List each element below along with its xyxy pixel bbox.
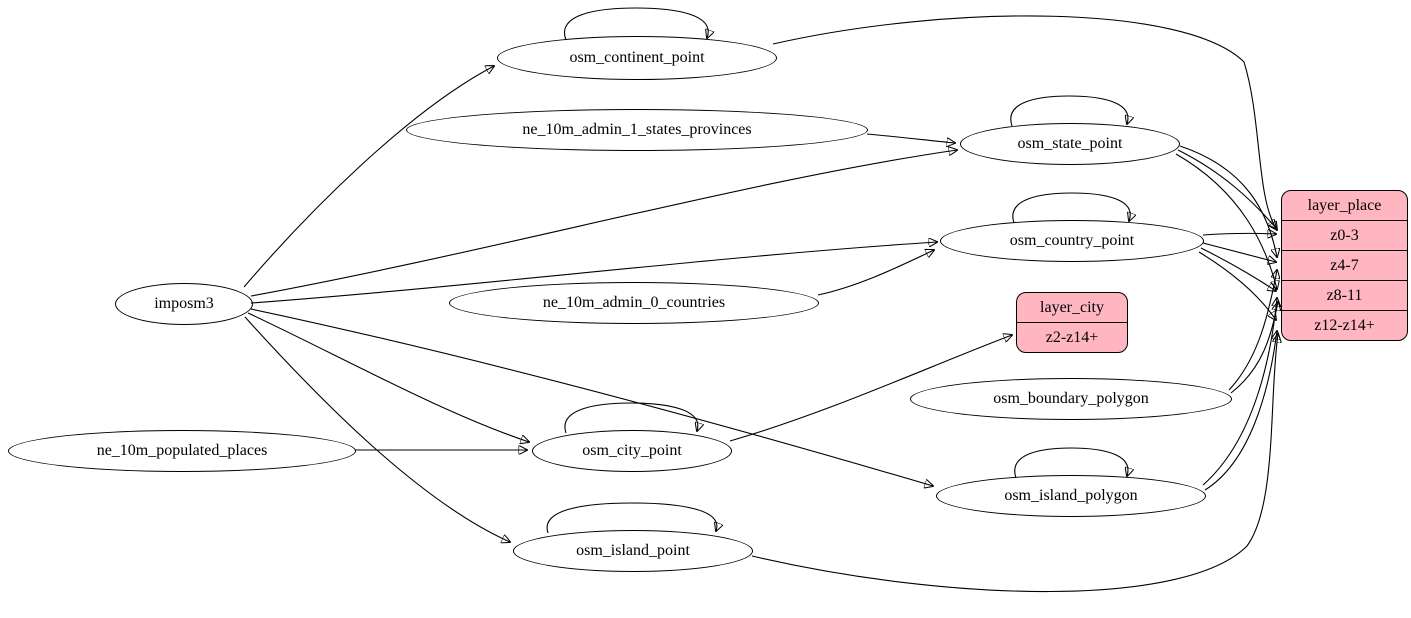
record-layer-place-row-z8-11: z8-11 bbox=[1282, 280, 1407, 310]
self-loop-osm-city-point bbox=[564, 402, 698, 434]
edge-osm-state-point-to-layer-place-z0-3 bbox=[1177, 149, 1276, 228]
node-osm-boundary-polygon-label: osm_boundary_polygon bbox=[993, 390, 1149, 407]
edge-osm-country-point-to-layer-place-z8-11 bbox=[1200, 247, 1276, 291]
edge-osm-boundary-polygon-to-layer-place-z8-11 bbox=[1230, 302, 1278, 394]
node-osm-country-point: osm_country_point bbox=[940, 220, 1204, 262]
self-loop-osm-island-point bbox=[546, 502, 717, 534]
edge-osm-boundary-polygon-to-layer-place-z4-7 bbox=[1228, 270, 1277, 391]
node-osm-country-point-label: osm_country_point bbox=[1009, 232, 1135, 249]
node-osm-continent-point: osm_continent_point bbox=[497, 36, 777, 80]
edge-ne-10m-admin-0-to-osm-country-point bbox=[817, 250, 934, 296]
self-loop-osm-country-point bbox=[1012, 192, 1130, 224]
record-layer-city-title: layer_city bbox=[1040, 299, 1104, 316]
edge-osm-island-polygon-to-layer-place-z12-z14 bbox=[1204, 331, 1277, 491]
edge-osm-island-point-to-layer-place-z12-z14 bbox=[751, 334, 1278, 593]
edge-osm-country-point-to-layer-place-z12-z14 bbox=[1198, 251, 1276, 320]
edge-osm-country-point-to-layer-place-z0-3 bbox=[1202, 233, 1276, 235]
node-ne-10m-populated-places-label: ne_10m_populated_places bbox=[96, 442, 268, 459]
node-imposm3: imposm3 bbox=[115, 283, 253, 325]
record-layer-place-row-z12-z14: z12-z14+ bbox=[1282, 310, 1407, 340]
node-osm-city-point-label: osm_city_point bbox=[582, 442, 682, 459]
self-loop-osm-state-point bbox=[1010, 95, 1128, 127]
node-ne-10m-admin-0-countries-label: ne_10m_admin_0_countries bbox=[542, 294, 726, 311]
edge-imposm3-to-osm-continent-point bbox=[243, 66, 494, 288]
edge-ne-10m-admin-1-to-osm-state-point bbox=[866, 133, 955, 143]
node-ne-10m-admin-1-states-provinces-label: ne_10m_admin_1_states_provinces bbox=[522, 121, 752, 138]
record-layer-city-row-z2-z14: z2-z14+ bbox=[1017, 322, 1127, 352]
node-ne-10m-populated-places: ne_10m_populated_places bbox=[8, 430, 356, 472]
record-layer-place: layer_place z0-3 z4-7 z8-11 z12-z14+ bbox=[1281, 190, 1408, 341]
record-layer-city: layer_city z2-z14+ bbox=[1016, 292, 1128, 353]
edge-imposm3-to-osm-state-point bbox=[250, 150, 957, 297]
edge-osm-country-point-to-layer-place-z4-7 bbox=[1202, 242, 1276, 262]
node-osm-state-point: osm_state_point bbox=[960, 123, 1180, 165]
node-imposm3-label: imposm3 bbox=[154, 295, 214, 312]
record-layer-place-title: layer_place bbox=[1307, 197, 1382, 214]
edge-osm-state-point-to-layer-place-z8-11 bbox=[1175, 153, 1277, 289]
node-osm-state-point-label: osm_state_point bbox=[1017, 135, 1123, 152]
node-osm-continent-point-label: osm_continent_point bbox=[569, 49, 705, 66]
node-ne-10m-admin-0-countries: ne_10m_admin_0_countries bbox=[449, 282, 819, 324]
node-osm-island-point: osm_island_point bbox=[513, 530, 753, 572]
record-layer-place-row-z4-7: z4-7 bbox=[1282, 250, 1407, 280]
edge-imposm3-to-osm-island-point bbox=[244, 316, 510, 542]
self-loop-osm-island-polygon bbox=[1014, 447, 1128, 479]
node-osm-boundary-polygon: osm_boundary_polygon bbox=[910, 378, 1232, 420]
node-ne-10m-admin-1-states-provinces: ne_10m_admin_1_states_provinces bbox=[406, 109, 868, 151]
node-osm-island-polygon: osm_island_polygon bbox=[936, 475, 1206, 517]
node-osm-city-point: osm_city_point bbox=[532, 430, 732, 472]
node-osm-island-polygon-label: osm_island_polygon bbox=[1004, 487, 1138, 504]
record-layer-place-row-z0-3: z0-3 bbox=[1282, 220, 1407, 250]
edge-imposm3-to-osm-city-point bbox=[247, 312, 529, 442]
node-osm-island-point-label: osm_island_point bbox=[576, 542, 690, 559]
